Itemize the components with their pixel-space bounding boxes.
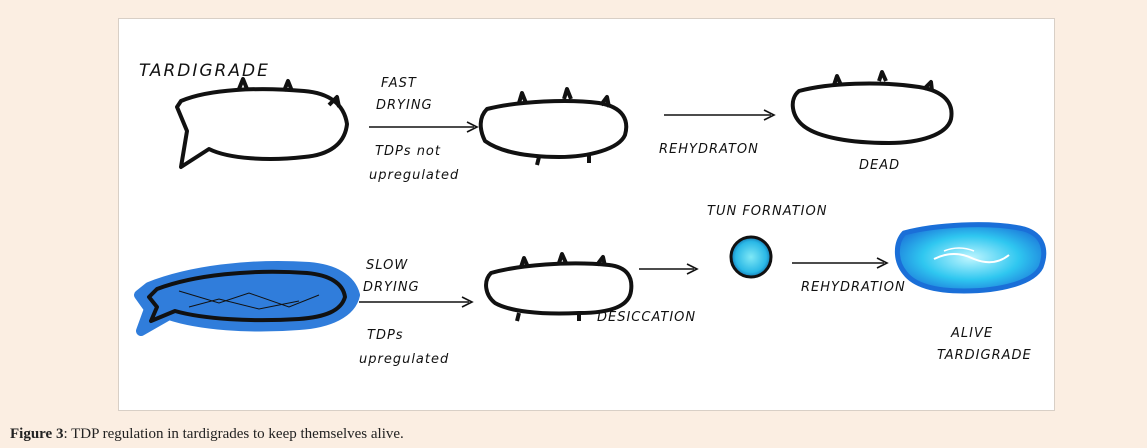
label-tdps-up-2: upregulated: [359, 352, 449, 367]
tardigrade-start-icon: [175, 77, 349, 169]
label-tdps-not-2: upregulated: [369, 168, 459, 183]
figure-caption: Figure 3: TDP regulation in tardigrades …: [10, 426, 404, 443]
tardigrade-diagram: TARDIGRADE FAST DRYING TDPs not upregula…: [134, 61, 1047, 367]
label-fast-2: DRYING: [376, 98, 433, 113]
label-rehydration: REHYDRATION: [801, 280, 906, 295]
slow-dried-tardigrade-icon: [484, 252, 634, 322]
label-dead: DEAD: [859, 158, 900, 173]
arrow-slow-head: [461, 296, 474, 308]
label-alive-2: TARDIGRADE: [937, 348, 1032, 363]
label-tardigrade: TARDIGRADE: [139, 61, 270, 81]
arrow-desiccation-head: [686, 263, 699, 275]
alive-tardigrade-icon: [894, 222, 1047, 294]
arrow-rehydration-head: [876, 257, 889, 269]
label-alive-1: ALIVE: [950, 326, 993, 341]
label-slow-2: DRYING: [363, 280, 420, 295]
label-slow-1: SLOW: [366, 258, 408, 273]
label-fast-1: FAST: [381, 76, 417, 91]
arrow-fast-head: [466, 121, 479, 133]
tardigrade-hydrated-icon: [134, 260, 360, 336]
dried-tardigrade-icon: [478, 87, 629, 166]
label-tdps-not-1: TDPs not: [375, 144, 441, 159]
label-rehydraton: REHYDRATON: [659, 142, 759, 157]
caption-text: : TDP regulation in tardigrades to keep …: [63, 426, 404, 442]
label-desiccation: DESICCATION: [597, 310, 696, 325]
label-tun-formation: TUN FORNATION: [707, 204, 827, 219]
dead-tardigrade-icon: [790, 70, 954, 145]
caption-label: Figure 3: [10, 426, 64, 442]
figure-panel: TARDIGRADE FAST DRYING TDPs not upregula…: [118, 18, 1055, 411]
arrow-rehydraton-head: [763, 109, 776, 121]
label-tdps-up-1: TDPs: [367, 328, 404, 343]
tun-icon: [729, 235, 773, 279]
